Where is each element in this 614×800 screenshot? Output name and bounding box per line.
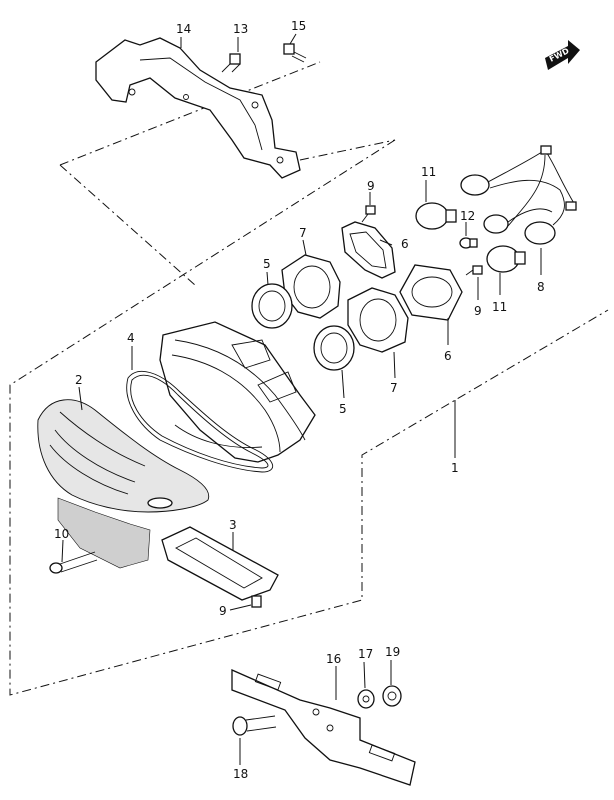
bolt-13-part	[221, 53, 241, 73]
fwd-arrow-icon: FWD	[545, 40, 580, 70]
bulb-12-part	[459, 237, 478, 249]
callout-8: 8	[537, 280, 545, 294]
callout-12: 12	[460, 209, 475, 223]
callout-19: 19	[385, 645, 400, 659]
nut-19-part	[382, 685, 402, 707]
assembly-boundary	[9, 139, 609, 696]
callout-14: 14	[176, 22, 191, 36]
callout-17: 17	[358, 647, 373, 661]
bolt-15-part	[283, 43, 307, 63]
screw-10-part	[49, 551, 98, 574]
seal-4-part	[126, 370, 273, 473]
callout-2: 2	[75, 373, 83, 387]
callout-18: 18	[233, 767, 248, 781]
callout-6-lower: 6	[444, 349, 452, 363]
callout-16: 16	[326, 652, 341, 666]
washer-17-part	[357, 689, 375, 709]
callout-9-lower: 9	[219, 604, 227, 618]
callout-13: 13	[233, 22, 248, 36]
ring-5-lower-part	[313, 325, 355, 371]
callout-5-upper: 5	[263, 257, 271, 271]
license-lens-3-part	[161, 526, 279, 601]
license-bracket-16-part	[231, 669, 416, 786]
callout-4: 4	[127, 331, 135, 345]
reflector-7-lower-part	[347, 287, 409, 353]
callout-9-right: 9	[474, 304, 482, 318]
ring-5-upper-part	[251, 283, 293, 329]
screw-9-lower-part	[251, 595, 262, 608]
callout-11-lower: 11	[492, 300, 507, 314]
callout-15: 15	[291, 19, 306, 33]
bulb-11-lower-part	[486, 245, 526, 273]
screw-9-upper-part	[361, 205, 376, 223]
gasket-6-lower-part	[399, 264, 463, 321]
leader-lines	[61, 33, 542, 765]
screw-9-right-part	[465, 265, 483, 276]
callout-10: 10	[54, 527, 69, 541]
callout-5-lower: 5	[339, 402, 347, 416]
bulb-11-upper-part	[415, 202, 457, 230]
callout-1: 1	[451, 461, 459, 475]
bolt-18-part	[232, 715, 277, 736]
bracket-boundary-left	[59, 164, 196, 286]
bracket-boundary-right	[299, 139, 396, 161]
callout-3: 3	[229, 518, 237, 532]
bracket-part	[95, 37, 301, 179]
gasket-6-upper-part	[341, 221, 396, 279]
callout-11-upper: 11	[421, 165, 436, 179]
housing-part	[159, 321, 316, 463]
callout-9-upper: 9	[367, 179, 375, 193]
callout-7-upper: 7	[299, 226, 307, 240]
bracket-boundary-top	[59, 61, 321, 166]
callout-6-upper: 6	[401, 237, 409, 251]
callout-7-lower: 7	[390, 381, 398, 395]
socket-harness-8-part	[460, 145, 577, 245]
lens-2-part	[37, 399, 210, 569]
